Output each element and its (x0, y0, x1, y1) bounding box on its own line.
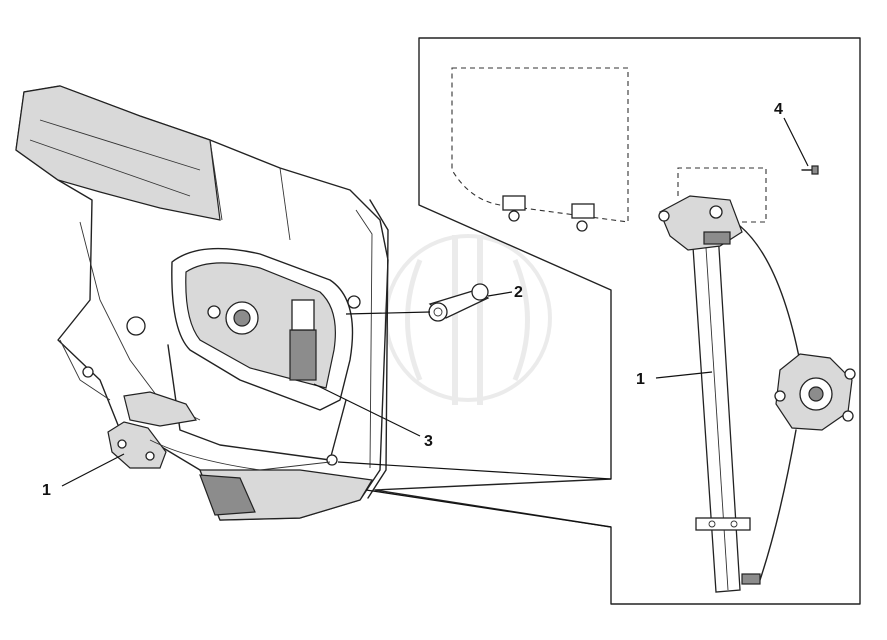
callout-3: 3 (424, 433, 433, 450)
watermark-logo (384, 234, 552, 405)
callout-4: 4 (774, 101, 783, 118)
screw (801, 165, 819, 175)
window-regulator-assembly (658, 195, 856, 593)
connection-line-lower (365, 489, 612, 528)
connection-line-upper (337, 461, 612, 480)
door-panel-holes (82, 295, 361, 466)
regulator-motor (225, 299, 317, 381)
leader-2 (487, 291, 513, 297)
door-glass-outline (451, 67, 629, 223)
callout-2: 2 (514, 284, 523, 301)
leader-2b (345, 311, 431, 315)
detail-frame (374, 37, 861, 605)
callout-1-right: 1 (636, 371, 645, 388)
lower-regulator-bracket (107, 391, 331, 471)
regulator-reference-box (677, 167, 767, 223)
leader-3 (313, 383, 421, 437)
glass-clips (502, 195, 595, 232)
callout-1-left: 1 (42, 482, 51, 499)
leader-1-left (61, 453, 125, 487)
leader-1-right (655, 371, 713, 379)
leader-4 (783, 117, 809, 167)
